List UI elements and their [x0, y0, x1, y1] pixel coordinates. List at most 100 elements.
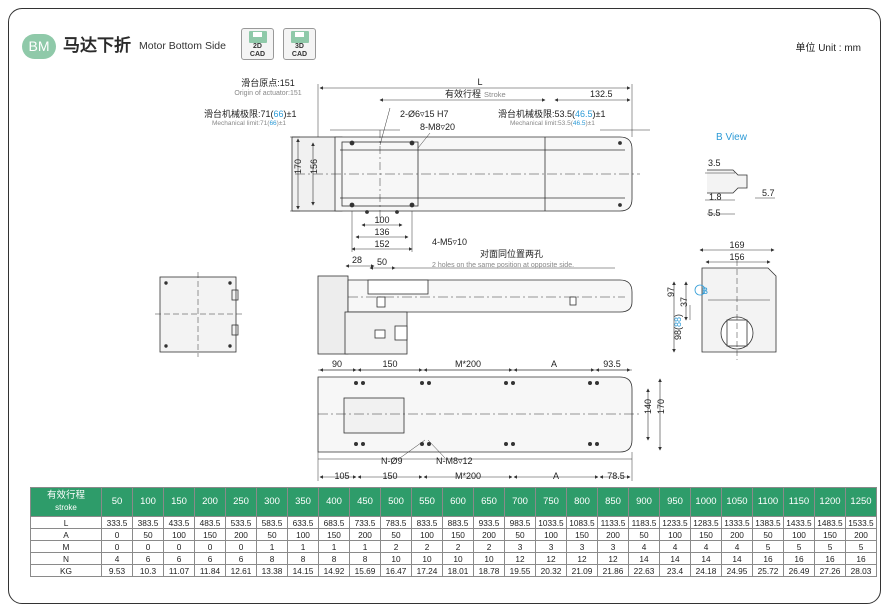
- stroke-column-header: 1100: [752, 487, 784, 517]
- table-cell: 14: [628, 552, 660, 565]
- table-cell: 0: [194, 540, 226, 553]
- dim-156b: 156: [729, 252, 744, 262]
- table-cell: 6: [194, 552, 226, 565]
- stroke-column-header: 500: [380, 487, 412, 517]
- dim-98: 98(88): [673, 314, 683, 340]
- dim-169: 169: [729, 240, 744, 250]
- table-cell: 5: [783, 540, 815, 553]
- model-badge: BM: [22, 34, 56, 59]
- table-cell: 150: [690, 528, 722, 541]
- table-cell: 0: [101, 540, 133, 553]
- dim-97: 97: [666, 287, 676, 297]
- stroke-column-header: 950: [659, 487, 691, 517]
- stroke-column-header: 600: [442, 487, 474, 517]
- table-cell: 1083.5: [566, 516, 598, 529]
- bt-78-5: 78.5: [607, 471, 625, 481]
- table-cell: 383.5: [132, 516, 164, 529]
- mech-limit-left: 滑台机械极限:71(66)±1: [204, 108, 296, 119]
- table-cell: 200: [597, 528, 629, 541]
- b-marker: B: [702, 286, 708, 296]
- table-cell: 1483.5: [814, 516, 846, 529]
- stroke-column-header: 650: [473, 487, 505, 517]
- origin-label-en: Origin of actuator:151: [234, 90, 301, 97]
- table-cell: 10: [380, 552, 412, 565]
- table-cell: 16.47: [380, 564, 412, 577]
- table-cell: 26.49: [783, 564, 815, 577]
- table-cell: 150: [318, 528, 350, 541]
- stroke-column-header: 550: [411, 487, 443, 517]
- table-cell: 10: [473, 552, 505, 565]
- hole-spec-2: 8-M8▿20: [420, 122, 455, 132]
- stroke-column-header: 350: [287, 487, 319, 517]
- table-cell: 8: [256, 552, 288, 565]
- stroke-column-header: 450: [349, 487, 381, 517]
- table-cell: 4: [101, 552, 133, 565]
- row-label: L: [30, 516, 102, 529]
- table-cell: 28.03: [845, 564, 877, 577]
- table-cell: 13.38: [256, 564, 288, 577]
- unit-label: 单位 Unit : mm: [795, 43, 861, 54]
- table-cell: 2: [380, 540, 412, 553]
- table-cell: 1283.5: [690, 516, 722, 529]
- table-cell: 1: [256, 540, 288, 553]
- table-cell: 0: [225, 540, 257, 553]
- table-cell: 2: [411, 540, 443, 553]
- bt-n9: N-Ø9: [381, 456, 403, 466]
- table-cell: 200: [845, 528, 877, 541]
- table-cell: 533.5: [225, 516, 257, 529]
- table-cell: 15.69: [349, 564, 381, 577]
- table-cell: 583.5: [256, 516, 288, 529]
- stroke-column-header: 200: [194, 487, 226, 517]
- table-cell: 23.4: [659, 564, 691, 577]
- table-cell: 50: [752, 528, 784, 541]
- table-cell: 683.5: [318, 516, 350, 529]
- table-cell: 12: [566, 552, 598, 565]
- stroke-column-header: 900: [628, 487, 660, 517]
- table-cell: 11.84: [194, 564, 226, 577]
- table-cell: 933.5: [473, 516, 505, 529]
- stroke-column-header: 50: [101, 487, 133, 517]
- stroke-column-header: 100: [132, 487, 164, 517]
- bt-170: 170: [656, 399, 666, 414]
- stroke-column-header: 250: [225, 487, 257, 517]
- thread-spec: 4-M5▿10: [432, 237, 467, 247]
- table-cell: 100: [783, 528, 815, 541]
- table-cell: 200: [721, 528, 753, 541]
- table-cell: 1533.5: [845, 516, 877, 529]
- table-cell: 5: [814, 540, 846, 553]
- dim-170: 170: [293, 159, 303, 174]
- table-cell: 11.07: [163, 564, 195, 577]
- table-cell: 50: [380, 528, 412, 541]
- bt-150b: 150: [382, 471, 397, 481]
- table-cell: 16: [752, 552, 784, 565]
- table-cell: 200: [225, 528, 257, 541]
- dim-132-5: 132.5: [590, 89, 613, 99]
- table-cell: 12.61: [225, 564, 257, 577]
- table-cell: 17.24: [411, 564, 443, 577]
- bv-5-5: 5.5: [708, 208, 721, 218]
- stroke-column-header: 400: [318, 487, 350, 517]
- bt-A: A: [551, 359, 557, 369]
- table-cell: 20.32: [535, 564, 567, 577]
- table-cell: 150: [566, 528, 598, 541]
- table-cell: 333.5: [101, 516, 133, 529]
- bt-m200: M*200: [455, 359, 481, 369]
- table-cell: 6: [132, 552, 164, 565]
- table-cell: 1333.5: [721, 516, 753, 529]
- hole-spec-1: 2-Ø6▿15 H7: [400, 109, 449, 119]
- table-cell: 783.5: [380, 516, 412, 529]
- table-cell: 3: [535, 540, 567, 553]
- bt-150: 150: [382, 359, 397, 369]
- stroke-column-header: 300: [256, 487, 288, 517]
- dim-28: 28: [352, 255, 362, 265]
- table-cell: 10.3: [132, 564, 164, 577]
